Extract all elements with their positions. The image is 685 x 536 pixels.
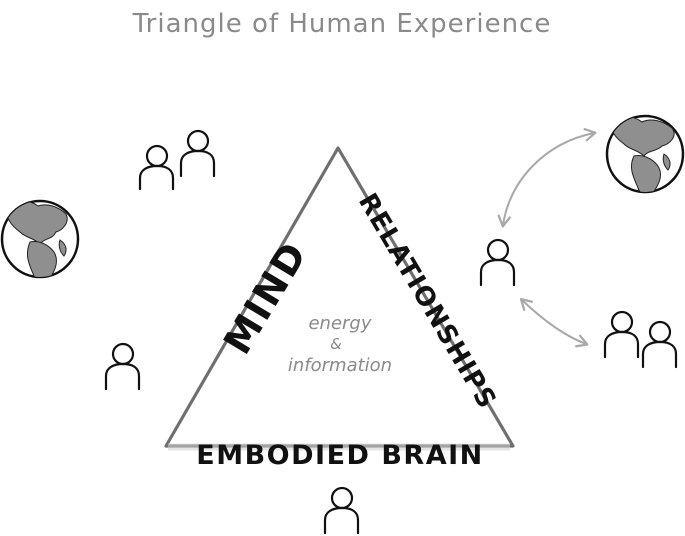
person-icon bbox=[179, 129, 216, 178]
double-arrow-icon bbox=[519, 297, 589, 348]
globe-icon bbox=[0, 199, 80, 279]
person-icon bbox=[138, 144, 175, 191]
person-icon bbox=[479, 238, 516, 287]
triangle-outline bbox=[164, 146, 515, 448]
double-arrow-icon bbox=[497, 128, 597, 228]
person-icon bbox=[603, 310, 640, 359]
diagram-title: Triangle of Human Experience bbox=[132, 9, 552, 39]
relationships-label: RELATIONSHIPS bbox=[352, 188, 502, 414]
person-icon bbox=[641, 320, 678, 369]
person-icon bbox=[323, 486, 360, 535]
globe-icon bbox=[605, 114, 685, 194]
center-text-information: information bbox=[288, 355, 392, 376]
person-icon bbox=[104, 342, 141, 391]
center-text-energy: energy bbox=[308, 313, 371, 334]
center-text-ampersand: & bbox=[330, 335, 342, 353]
embodied-brain-label: EMBODIED BRAIN bbox=[196, 440, 483, 471]
mind-label: MIND bbox=[215, 233, 316, 361]
